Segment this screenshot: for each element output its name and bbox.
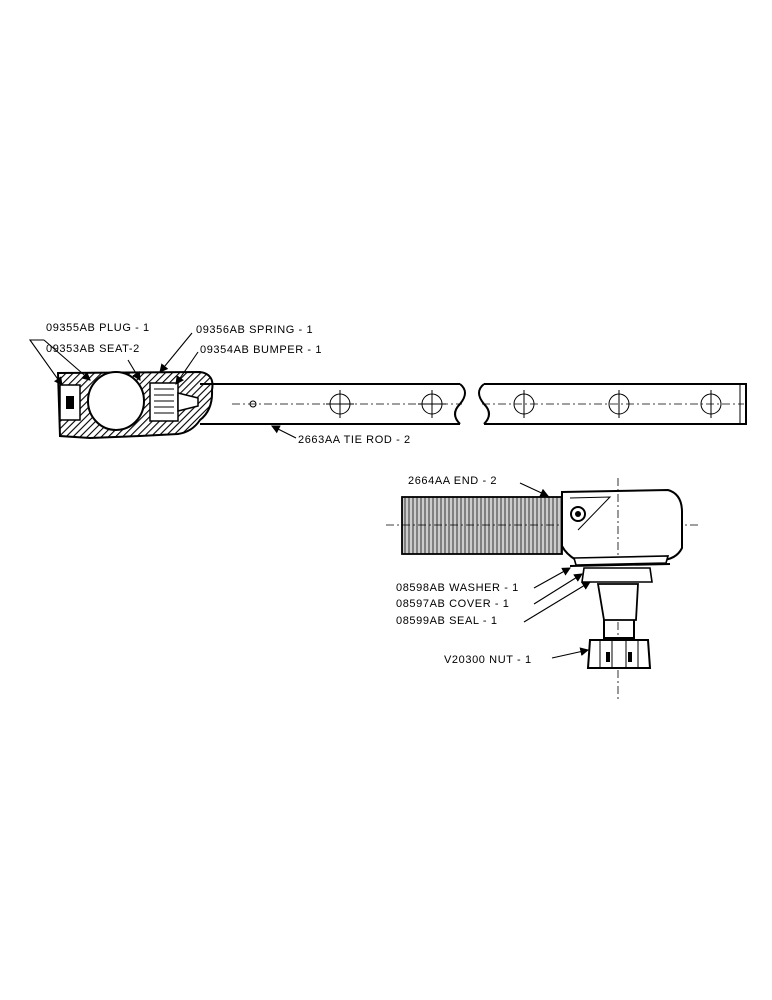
label-tie-rod: 2663AA TIE ROD - 2 <box>298 434 411 446</box>
castle-nut <box>586 639 652 669</box>
label-nut: V20300 NUT - 1 <box>444 654 532 666</box>
tie-rod-bar <box>200 383 747 425</box>
socket-housing <box>56 370 214 440</box>
label-cover: 08597AB COVER - 1 <box>396 598 510 610</box>
label-bumper: 09354AB BUMPER - 1 <box>200 344 322 356</box>
label-seat: 09353AB SEAT-2 <box>46 343 140 355</box>
washer-cover-seal <box>569 555 671 583</box>
tie-rod-assembly <box>56 370 747 440</box>
label-seal: 08599AB SEAL - 1 <box>396 615 498 627</box>
label-end: 2664AA END - 2 <box>408 475 497 487</box>
tie-rod-end-body <box>386 478 700 700</box>
label-washer: 08598AB WASHER - 1 <box>396 582 519 594</box>
tie-rod-end-assembly <box>386 478 700 700</box>
label-spring: 09356AB SPRING - 1 <box>196 324 313 336</box>
label-plug: 09355AB PLUG - 1 <box>46 322 150 334</box>
leader-lines <box>28 332 591 659</box>
ball-stud <box>596 583 639 639</box>
